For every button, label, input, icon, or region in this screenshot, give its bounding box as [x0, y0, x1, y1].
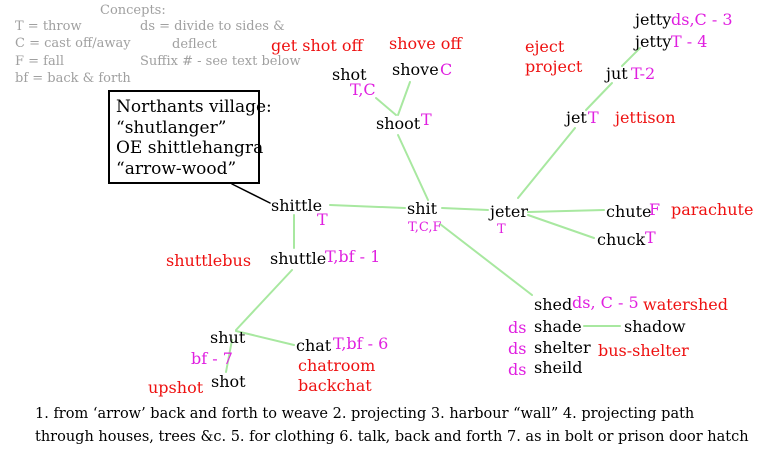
code-shot: T,C — [350, 80, 376, 99]
link-jeter-jet — [517, 127, 576, 199]
note-bus-shelter: bus-shelter — [598, 341, 689, 360]
link-jeter-chute — [527, 209, 605, 213]
link-shit-shed — [439, 223, 533, 296]
note-backchat: backchat — [298, 376, 372, 395]
word-shot: shot — [211, 372, 246, 391]
word-shove: shove — [392, 60, 439, 79]
footnote-line: through houses, trees &c. 5. for clothin… — [35, 429, 749, 445]
link-shut-chat — [235, 330, 295, 346]
note-shuttlebus: shuttlebus — [166, 251, 252, 270]
note-jettison: jettison — [615, 108, 676, 127]
word-sheild: sheild — [534, 358, 583, 377]
link-shit-shittle — [329, 204, 406, 209]
code-jet: T — [588, 108, 599, 127]
code-chat: T,bf - 6 — [333, 334, 389, 353]
word-shut: shut — [210, 328, 246, 347]
code-jetty: T - 4 — [671, 32, 708, 51]
note-chatroom: chatroom — [298, 356, 376, 375]
code-shut: bf - 7 — [191, 349, 233, 368]
word-shittle: shittle — [271, 196, 323, 215]
note-eject: eject — [525, 37, 565, 56]
word-shoot: shoot — [376, 114, 421, 133]
word-shadow: shadow — [624, 317, 686, 336]
code-shittle: T — [317, 210, 328, 229]
word-chuck: chuck — [597, 230, 646, 249]
word-shade: shade — [534, 317, 582, 336]
note-upshot: upshot — [148, 378, 204, 397]
legend-item: bf = back & forth — [15, 71, 131, 86]
word-jeter: jeter — [490, 202, 528, 221]
word-shot: shot — [332, 65, 367, 84]
code-shit: T,C,F — [408, 220, 442, 235]
link-shuttle-shut — [235, 269, 293, 331]
village-line: OE shittlehangra — [116, 138, 264, 158]
code-jetty: ds,C - 3 — [671, 10, 733, 29]
word-shuttle: shuttle — [270, 249, 327, 268]
link-shittle-village — [231, 183, 271, 204]
word-chat: chat — [296, 336, 332, 355]
link-jeter-chuck — [527, 214, 595, 239]
footnote-line: 1. from ‘arrow’ back and forth to weave … — [35, 406, 695, 422]
note-get-shot-off: get shot off — [271, 36, 363, 55]
word-jut: jut — [606, 64, 628, 83]
word-jetty: jetty — [635, 10, 672, 29]
word-shelter: shelter — [534, 338, 591, 357]
village-line: “arrow-wood” — [116, 158, 237, 179]
legend-item: T = throw — [15, 19, 82, 34]
legend-item: deflect — [172, 37, 217, 52]
legend-item: F = fall — [15, 54, 65, 69]
legend-item: Suffix # - see text below — [140, 54, 301, 69]
link-shoot-shove — [397, 81, 411, 116]
word-jet: jet — [566, 108, 587, 127]
code-chute: F — [649, 200, 661, 219]
link-jet-jut — [585, 82, 613, 111]
code-shoot: T — [421, 110, 432, 129]
village-note-box: Northants village: “shutlanger” OE shitt… — [108, 90, 272, 184]
word-chute: chute — [606, 202, 652, 221]
village-line: “shutlanger” — [116, 117, 227, 138]
note-project: project — [525, 57, 583, 76]
note-parachute: parachute — [671, 200, 754, 219]
village-line: Northants village: — [116, 97, 272, 117]
code-shade: ds — [508, 318, 527, 337]
word-shed: shed — [534, 295, 573, 314]
note-shove-off: shove off — [389, 34, 462, 53]
note-watershed: watershed — [643, 295, 729, 314]
code-chuck: T — [645, 228, 656, 247]
link-shoot-shot — [375, 97, 397, 116]
code-shelter: ds — [508, 339, 527, 358]
code-jeter: T — [497, 222, 506, 237]
legend-title: Concepts: — [100, 3, 166, 18]
code-shove: C — [440, 60, 453, 79]
link-shit-jeter — [441, 207, 489, 211]
legend-item: ds = divide to sides & — [140, 19, 285, 34]
link-jut-jetty — [621, 47, 641, 67]
code-jut: T-2 — [631, 64, 656, 83]
code-shed: ds, C - 5 — [572, 293, 639, 312]
legend-item: C = cast off/away — [15, 36, 131, 51]
code-shuttle: T,bf - 1 — [325, 247, 381, 266]
word-shit: shit — [407, 199, 438, 218]
code-sheild: ds — [508, 360, 527, 379]
link-shut-shot — [225, 339, 233, 373]
word-jetty: jetty — [635, 32, 672, 51]
link-shit-shoot — [397, 134, 429, 201]
